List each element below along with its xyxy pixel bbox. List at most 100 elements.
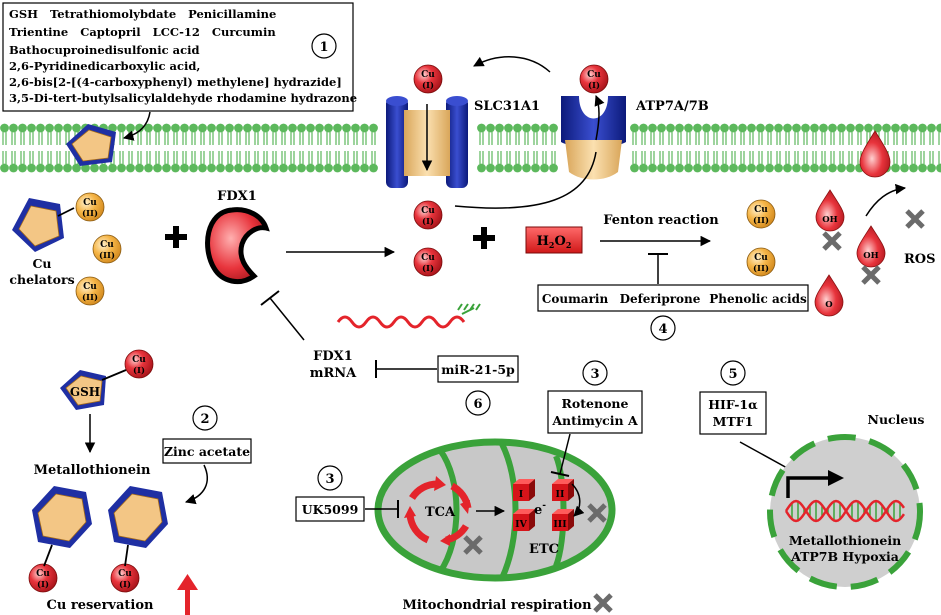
electron-label: e-: [534, 501, 546, 518]
gsh-label: GSH: [70, 385, 100, 399]
cu2-free-1: Cu(II): [92, 234, 122, 264]
cu2-fenton-upper: Cu(II): [746, 199, 776, 229]
gsh-pentagon: [60, 369, 127, 410]
inhibition-crosses: [463, 209, 925, 613]
step-number-1: [311, 33, 337, 59]
fenton-reaction-label: Fenton reaction: [603, 213, 719, 228]
cu1-cytosol-upper: Cu(I): [413, 200, 443, 230]
svg-text:(II): (II): [753, 215, 769, 226]
mtf1-label: MTF1: [713, 414, 754, 429]
nucleus-text-2: ATP7B Hypoxia: [790, 549, 899, 564]
svg-text:III: III: [553, 519, 567, 530]
cu2-free-2: Cu(II): [75, 276, 105, 306]
h2o2-label: H2O2: [537, 234, 572, 250]
tca-label: TCA: [425, 505, 456, 520]
step-number-3-left-label: 3: [325, 472, 334, 487]
step-number-3-left: [317, 465, 343, 491]
rotenone-label: Rotenone: [562, 396, 629, 411]
svg-text:Cu: Cu: [36, 569, 50, 579]
step-number-1-label: 1: [319, 40, 328, 55]
mirna-fdx1-inhibition-bar: [260, 290, 280, 306]
fdx1-mrna-label-2: mRNA: [310, 366, 357, 381]
chelator-line-2: Trientine Captopril LCC-12 Curcumin: [9, 25, 276, 39]
svg-text:(I): (I): [37, 579, 49, 590]
inhibitor-coumarin: Coumarin: [542, 292, 609, 306]
cell-membrane: [0, 123, 941, 173]
step-number-2-label: 2: [200, 412, 209, 427]
svg-text:Cu: Cu: [754, 205, 768, 215]
step-number-3-right: [582, 360, 608, 386]
svg-text:IV: IV: [515, 519, 527, 530]
chelator-line-5: 2,6-bis[2-[(4-carboxyphenyl) methylene] …: [9, 75, 342, 89]
chelator-line-3: Bathocuproinedisulfonic acid: [9, 43, 200, 57]
cu2-chelator-bound: Cu(II): [75, 192, 105, 222]
atp7-transporter: [561, 96, 626, 180]
chelator-line-4: 2,6-Pyridinedicarboxylic acid,: [9, 59, 200, 73]
h2o2-box: [525, 226, 583, 254]
ros-drop-oh-1: [815, 189, 845, 232]
cross-mito-respiration: [593, 593, 613, 613]
cross-ros-oh-1: [822, 231, 842, 251]
cu1-gsh-bound: Cu(I): [124, 349, 154, 379]
mir-21-5p-box: [437, 355, 519, 383]
svg-text:II: II: [556, 489, 565, 500]
svg-text:Cu: Cu: [421, 253, 435, 263]
etc-label: ETC: [529, 542, 559, 557]
svg-text:Cu: Cu: [118, 569, 132, 579]
step-number-5: [720, 360, 746, 386]
tca-arrowheads: [404, 476, 470, 546]
step-number-6: [465, 390, 491, 416]
svg-text:(I): (I): [588, 80, 600, 91]
mirna-tail: [457, 303, 481, 315]
plus-sign-right: [473, 227, 495, 249]
chelator-pentagon-membrane: [66, 124, 116, 166]
cu1-metallothionein-1: Cu(I): [28, 563, 58, 593]
metallothionein-hexagon-2: [108, 486, 168, 567]
uk5099-box: [295, 496, 365, 522]
cu2-fenton-lower: Cu(II): [746, 247, 776, 277]
step-number-4-label: 4: [658, 322, 667, 337]
fenton-inhibitor-box: [537, 284, 809, 312]
zinc-arrow: [184, 464, 208, 505]
svg-text:Cu: Cu: [83, 282, 97, 292]
chelator-list-box: [2, 2, 354, 112]
cu1-metallothionein-2: Cu(I): [110, 563, 140, 593]
inhibitor-phenolic-acids: Phenolic acids: [709, 292, 807, 306]
cu-chelators-label-1: Cu: [32, 256, 51, 271]
ros-release-arrow: [865, 183, 907, 217]
nucleus-text-1: Metallothionein: [789, 533, 901, 548]
step-number-6-label: 6: [473, 397, 482, 412]
nucleus-label: Nucleus: [868, 412, 925, 427]
slc31a1-label: SLC31A1: [474, 99, 540, 114]
copper-ions: Cu(I)Cu(I)Cu(I)Cu(I)Cu(II)Cu(II)Cu(II)Cu…: [28, 64, 776, 593]
svg-text:Cu: Cu: [587, 70, 601, 80]
svg-text:(I): (I): [422, 263, 434, 274]
ros-oh-1-label: OH: [822, 215, 837, 225]
chelator-line-6: 3,5-Di-tert-butylsalicylaldehyde rhodami…: [9, 91, 357, 105]
ros-drops: [814, 130, 891, 317]
ros-oh-2-label: OH: [863, 251, 878, 261]
mir-21-5p-label: miR-21-5p: [441, 362, 515, 377]
plus-sign-left: [165, 226, 187, 248]
transcription-arrow: [786, 470, 844, 498]
metallothionein-hexagon-1: [32, 486, 92, 567]
cross-ros-oh-2: [861, 265, 881, 285]
step-number-2: [192, 405, 218, 431]
antimycin-label: Antimycin A: [551, 413, 638, 428]
svg-text:Cu: Cu: [100, 240, 114, 250]
cu-chelators-label-2: chelators: [9, 272, 74, 287]
cu1-extracellular-left: Cu(I): [413, 64, 443, 94]
fdx1-mrna-label-1: FDX1: [313, 349, 353, 364]
hif-label: HIF-1α: [708, 397, 758, 412]
mirna-fdx1-inhibition: [269, 297, 305, 341]
svg-text:(I): (I): [133, 365, 145, 376]
zinc-acetate-label: Zinc acetate: [164, 444, 250, 459]
dna-helix: [784, 499, 906, 523]
svg-text:Cu: Cu: [421, 70, 435, 80]
chelator-line-1: GSH Tetrathiomolybdate Penicillamine: [9, 7, 276, 21]
svg-text:(II): (II): [99, 250, 115, 261]
chelator-insert-arrow: [122, 111, 151, 141]
step-number-3-right-label: 3: [590, 367, 599, 382]
